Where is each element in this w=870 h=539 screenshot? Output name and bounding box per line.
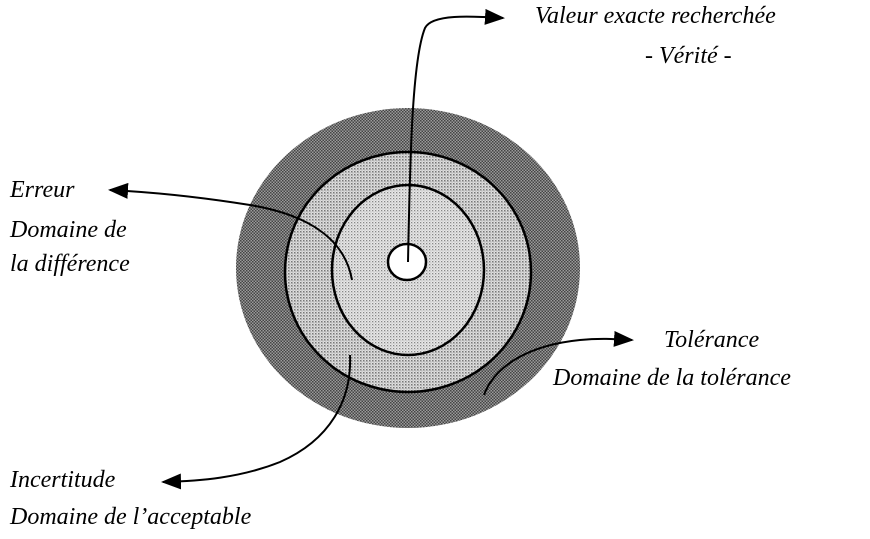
truth-arrow [407,8,505,263]
error-domain-label: Domaine de [10,217,127,243]
error-domain-label-2: la différence [10,251,130,277]
uncertainty-domain-label: Domaine de l’acceptable [10,504,252,530]
uncertainty-arrow [161,354,352,490]
tolerance-arrow [483,330,634,396]
true-value-center [386,242,428,282]
error-arrow [108,182,353,281]
tolerance-label: Tolérance [664,327,760,353]
tolerance-domain-label: Domaine de la tolérance [553,365,791,391]
truth-label: Valeur exacte recherchée [535,3,776,29]
truth-sublabel: - Vérité - [645,43,732,69]
uncertainty-label: Incertitude [10,467,116,493]
error-label: Erreur [10,177,75,203]
